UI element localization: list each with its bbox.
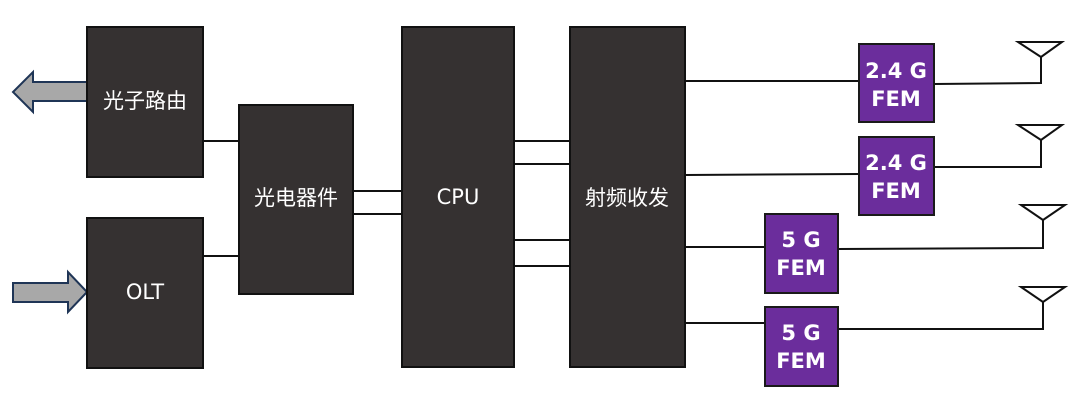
- router-label: 光子路由: [103, 89, 187, 113]
- output-arrow-icon: [11, 69, 88, 115]
- olt-label: OLT: [126, 280, 164, 304]
- router-block: 光子路由: [86, 26, 204, 178]
- olt-block: OLT: [86, 217, 204, 369]
- wire-fem-antenna: [837, 220, 1044, 250]
- fem-band: 5 G: [781, 228, 820, 252]
- antenna-icon: [1014, 124, 1066, 142]
- antenna-icon: [1017, 204, 1069, 222]
- input-arrow-icon: [12, 269, 89, 315]
- fem-block-5g-2: 5 G FEM: [764, 306, 839, 387]
- wire-fem-antenna: [934, 140, 1042, 168]
- optoelectronic-label: 光电器件: [254, 186, 338, 210]
- antenna-icon: [1017, 286, 1069, 304]
- fem-block-2g4-2: 2.4 G FEM: [858, 136, 935, 216]
- fem-block-5g-1: 5 G FEM: [764, 213, 839, 294]
- rf-transceiver-label: 射频收发: [585, 186, 669, 210]
- fem-type: FEM: [776, 349, 826, 373]
- cpu-label: CPU: [437, 185, 480, 209]
- fem-band: 5 G: [781, 321, 820, 345]
- fem-band: 2.4 G: [865, 59, 927, 83]
- wire-rf-fem: [684, 173, 860, 176]
- connections: [203, 57, 1044, 330]
- rf-transceiver-block: 射频收发: [569, 26, 686, 368]
- fem-block-2g4-1: 2.4 G FEM: [858, 43, 935, 123]
- wire-fem-antenna: [933, 57, 1042, 85]
- optoelectronic-block: 光电器件: [238, 104, 354, 295]
- fem-type: FEM: [871, 87, 921, 111]
- antenna-icon: [1014, 41, 1066, 59]
- fem-type: FEM: [776, 256, 826, 280]
- fem-band: 2.4 G: [865, 151, 927, 175]
- wire-fem-antenna: [838, 302, 1044, 330]
- cpu-block: CPU: [401, 26, 515, 368]
- fem-type: FEM: [871, 179, 921, 203]
